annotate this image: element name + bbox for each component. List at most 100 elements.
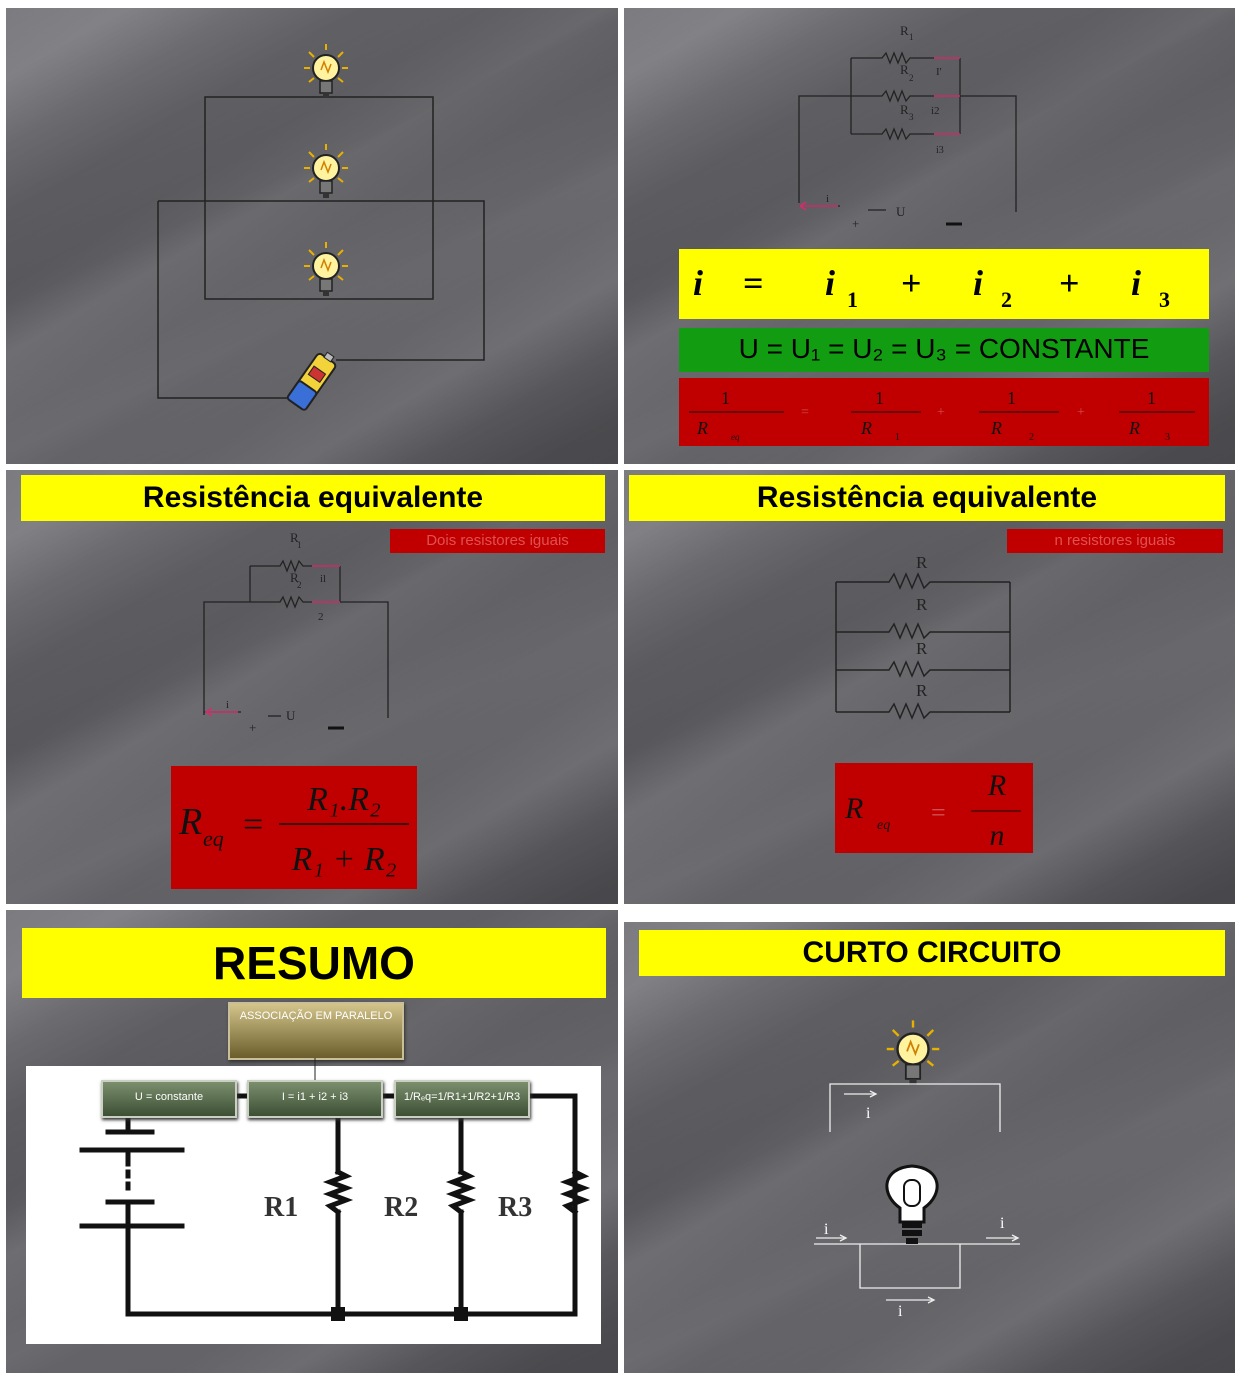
svg-text:+: +: [249, 720, 256, 735]
svg-text:R: R: [178, 801, 202, 843]
svg-text:+: +: [1077, 405, 1085, 420]
current-sum-svg: i i i i = + + 1 2 3: [693, 263, 1170, 312]
slide4-tag: n resistores iguais: [1007, 529, 1223, 553]
two-resistors-formula: R eq = R₁.R₂ R₁ + R₂: [171, 766, 417, 889]
svg-text:i: i: [1131, 263, 1141, 303]
n-resistors-formula-svg: R eq = R n: [844, 769, 1021, 852]
lightbulb-icon: [886, 1020, 940, 1085]
svg-text:n: n: [990, 819, 1005, 852]
svg-text:R: R: [916, 553, 928, 572]
svg-text:R: R: [990, 418, 1002, 438]
resistance-equation: 1 1 1 1 = + + R R R R eq 1 2 3: [679, 378, 1209, 446]
short-circuit-diagram: i i i i: [814, 1083, 1020, 1320]
parallel-resistors-circuit: R 1 R 2 R 3 I' i2 i3 i + U: [798, 23, 1017, 231]
svg-text:i: i: [826, 193, 829, 205]
svg-text:+: +: [937, 405, 945, 420]
svg-text:i: i: [1000, 1215, 1005, 1232]
slide-parallel-bulbs: [6, 8, 618, 464]
lightbulb-icon: [304, 44, 348, 98]
svg-text:i: i: [226, 699, 229, 711]
svg-text:+: +: [852, 216, 859, 231]
svg-text:2: 2: [297, 580, 302, 590]
two-resistors-circuit: R 1 R 2 il 2 i + U: [203, 530, 389, 735]
svg-text:3: 3: [909, 112, 914, 122]
svg-text:R1: R1: [264, 1192, 298, 1223]
svg-text:U: U: [896, 204, 906, 219]
current-sum-equation: i i i i = + + 1 2 3: [679, 249, 1209, 319]
svg-text:R2: R2: [384, 1192, 418, 1223]
svg-text:1: 1: [1007, 388, 1016, 408]
box-voltage-constant: U = constante: [101, 1080, 237, 1118]
svg-text:i3: i3: [936, 145, 944, 156]
svg-text:R: R: [290, 530, 299, 545]
svg-text:1: 1: [909, 32, 914, 42]
two-resistors-formula-svg: R eq = R₁.R₂ R₁ + R₂: [178, 781, 409, 878]
svg-text:3: 3: [1159, 287, 1170, 312]
svg-text:=: =: [243, 804, 263, 844]
box-resistance-sum: 1/Rₑq=1/R1+1/R2+1/R3: [394, 1080, 530, 1118]
svg-text:=: =: [931, 798, 946, 827]
lightbulb-icon: [304, 242, 348, 296]
svg-text:1: 1: [1147, 388, 1156, 408]
summary-title: RESUMO: [22, 928, 606, 998]
svg-text:R₁ + R₂: R₁ + R₂: [290, 841, 396, 878]
svg-text:R: R: [1128, 418, 1140, 438]
svg-text:R: R: [916, 595, 928, 614]
svg-text:i: i: [824, 1221, 829, 1238]
svg-text:eq: eq: [877, 818, 890, 833]
svg-text:1: 1: [847, 287, 858, 312]
slide-n-resistors: Resistência equivalente n resistores igu…: [624, 470, 1235, 904]
svg-text:R: R: [916, 681, 928, 700]
svg-text:R: R: [916, 639, 928, 658]
svg-text:i: i: [898, 1303, 903, 1320]
svg-text:+: +: [901, 263, 922, 303]
slide4-title: Resistência equivalente: [629, 475, 1225, 521]
svg-text:eq: eq: [731, 432, 740, 442]
label-r1: R: [900, 23, 909, 38]
short-circuit-title: CURTO CIRCUITO: [639, 930, 1225, 976]
resistance-equation-svg: 1 1 1 1 = + + R R R R eq 1 2 3: [689, 388, 1195, 443]
svg-text:3: 3: [1165, 432, 1170, 443]
svg-text:eq: eq: [203, 826, 224, 851]
voltage-equation: U = U₁ = U₂ = U₃ = CONSTANTE: [679, 328, 1209, 372]
svg-text:R₁.R₂: R₁.R₂: [306, 781, 381, 818]
svg-text:2: 2: [318, 611, 324, 623]
svg-text:R: R: [844, 792, 863, 825]
box-current-sum: I = i1 + i2 + i3: [247, 1080, 383, 1118]
label-r2: R: [900, 62, 909, 77]
n-resistors-circuit: R R R R: [835, 553, 1011, 720]
summary-circuit: R1 R2 R3: [79, 1058, 591, 1321]
battery-icon: [286, 351, 337, 411]
slide-summary: RESUMO ASSOCIAÇÃO EM PARALELO: [6, 910, 618, 1373]
svg-text:R: R: [290, 570, 299, 585]
slide3-title: Resistência equivalente: [21, 475, 605, 521]
svg-text:=: =: [801, 405, 809, 420]
slide-two-resistors: Resistência equivalente Dois resistores …: [6, 470, 618, 904]
slide-short-circuit: CURTO CIRCUITO i: [624, 922, 1235, 1373]
svg-text:i2: i2: [931, 105, 940, 117]
svg-text:2: 2: [1001, 287, 1012, 312]
svg-text:1: 1: [721, 388, 730, 408]
lightbulb-outline-icon: [885, 1164, 939, 1244]
svg-text:1: 1: [895, 432, 900, 443]
svg-text:i: i: [866, 1105, 871, 1122]
svg-text:i: i: [693, 263, 703, 303]
svg-text:R3: R3: [498, 1192, 532, 1223]
svg-text:1: 1: [875, 388, 884, 408]
svg-text:i: i: [973, 263, 983, 303]
svg-text:+: +: [1059, 263, 1080, 303]
svg-text:2: 2: [1029, 432, 1034, 443]
svg-text:U: U: [286, 708, 296, 723]
svg-text:il: il: [320, 573, 326, 585]
slide-parallel-equations: R 1 R 2 R 3 I' i2 i3 i + U i i i i = + +: [624, 8, 1235, 464]
n-resistors-formula: R eq = R n: [835, 763, 1033, 853]
svg-text:I': I': [936, 66, 942, 78]
summary-header-box: ASSOCIAÇÃO EM PARALELO: [228, 1002, 404, 1060]
parallel-bulbs-diagram: [157, 96, 485, 399]
lightbulb-icon: [304, 144, 348, 198]
svg-text:R: R: [860, 418, 872, 438]
svg-text:=: =: [743, 263, 764, 303]
slide3-tag: Dois resistores iguais: [390, 529, 605, 553]
svg-text:i: i: [825, 263, 835, 303]
label-r3: R: [900, 102, 909, 117]
